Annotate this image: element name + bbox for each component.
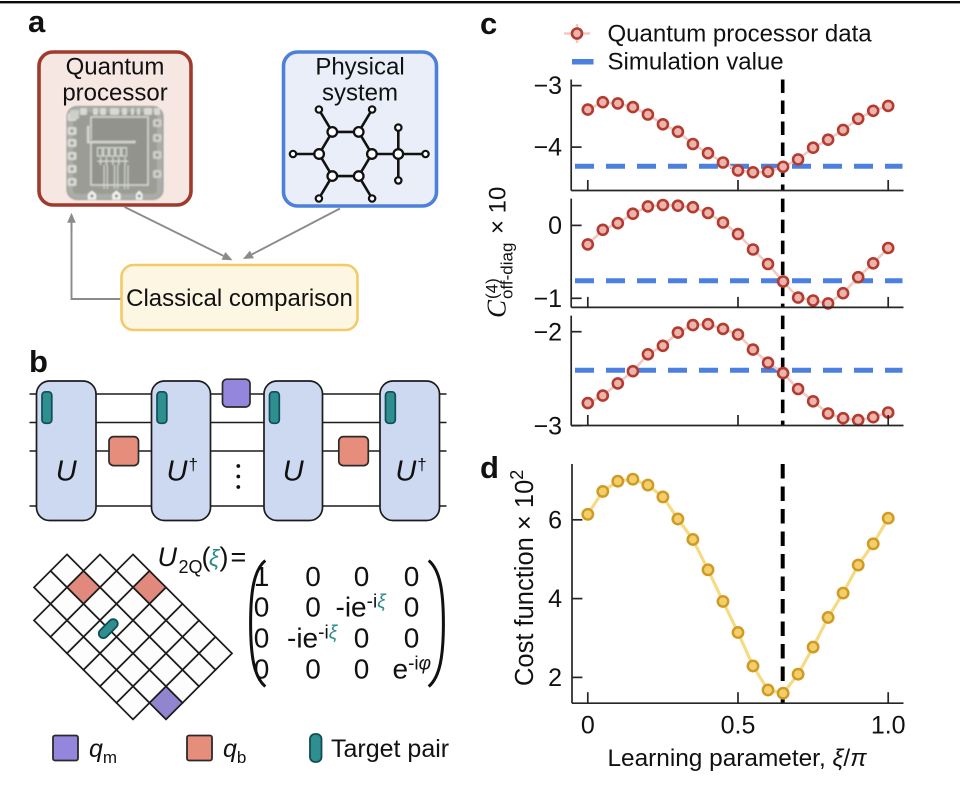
svg-text:d: d xyxy=(480,450,499,485)
svg-text:Learning parameter, ξ/π: Learning parameter, ξ/π xyxy=(607,745,867,772)
svg-text:−1: −1 xyxy=(533,285,562,313)
svg-text:qm: qm xyxy=(89,735,117,767)
svg-text:U: U xyxy=(167,456,189,488)
svg-text:1: 1 xyxy=(254,561,270,592)
svg-text:0: 0 xyxy=(305,561,321,592)
svg-text:c: c xyxy=(480,6,497,41)
svg-text:−4: −4 xyxy=(533,134,562,162)
svg-text:4: 4 xyxy=(548,585,562,613)
svg-text:0: 0 xyxy=(254,592,270,623)
svg-text:2: 2 xyxy=(548,664,562,692)
svg-text:0: 0 xyxy=(254,654,270,685)
svg-text:-ie-iξ: -ie-iξ xyxy=(336,592,388,623)
svg-text:× 10: × 10 xyxy=(485,187,512,234)
svg-text:0.5: 0.5 xyxy=(721,712,756,740)
svg-text:0: 0 xyxy=(404,623,420,654)
svg-text:Cost function × 102: Cost function × 102 xyxy=(507,470,539,686)
svg-text:0: 0 xyxy=(354,623,370,654)
svg-text:0: 0 xyxy=(581,712,595,740)
svg-text:Physical: Physical xyxy=(315,54,404,81)
svg-text:system: system xyxy=(322,80,398,107)
svg-text:U: U xyxy=(56,456,78,488)
svg-text:a: a xyxy=(28,4,46,39)
svg-text:Target pair: Target pair xyxy=(331,735,449,763)
svg-text:6: 6 xyxy=(548,506,562,534)
svg-text:Quantum: Quantum xyxy=(66,54,165,81)
svg-text:−3: −3 xyxy=(533,72,562,100)
svg-text:(4): (4) xyxy=(483,278,502,299)
svg-text:C: C xyxy=(482,299,512,318)
svg-text:1.0: 1.0 xyxy=(871,712,906,740)
svg-text:off-diag: off-diag xyxy=(498,243,517,299)
svg-text:†: † xyxy=(417,455,426,474)
svg-text:0: 0 xyxy=(305,592,321,623)
svg-text:†: † xyxy=(189,455,198,474)
svg-text:-ie-iξ: -ie-iξ xyxy=(287,623,339,654)
svg-text:−2: −2 xyxy=(533,318,562,346)
svg-text:U2Q(ξ)=: U2Q(ξ)= xyxy=(158,542,247,577)
svg-text:processor: processor xyxy=(62,80,167,107)
svg-text:0: 0 xyxy=(354,561,370,592)
svg-text:Quantum processor data: Quantum processor data xyxy=(608,21,873,48)
svg-text:Simulation value: Simulation value xyxy=(608,49,784,76)
svg-text:U: U xyxy=(395,456,417,488)
svg-text:U: U xyxy=(283,456,305,488)
svg-text:e-iφ: e-iφ xyxy=(393,654,432,685)
svg-text:0: 0 xyxy=(548,212,562,240)
svg-text:0: 0 xyxy=(254,623,270,654)
svg-text:0: 0 xyxy=(354,654,370,685)
svg-text:0: 0 xyxy=(305,654,321,685)
svg-text:0: 0 xyxy=(404,592,420,623)
svg-text:b: b xyxy=(29,344,48,379)
svg-text:Classical comparison: Classical comparison xyxy=(126,285,353,312)
svg-text:qb: qb xyxy=(223,735,246,767)
svg-text:−3: −3 xyxy=(533,412,562,440)
svg-text:0: 0 xyxy=(404,561,420,592)
